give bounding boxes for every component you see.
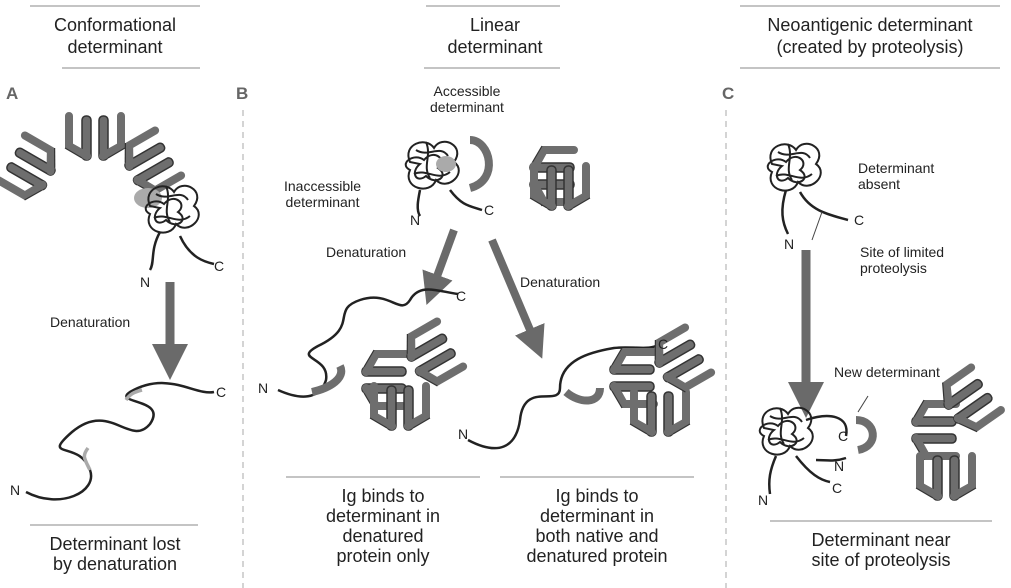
terminus-n-a2: N	[10, 482, 20, 498]
terminus-n-b1: N	[410, 212, 420, 228]
label-inaccessible-determinant: Inaccessible determinant	[284, 178, 361, 210]
label-denaturation-b1: Denaturation	[326, 244, 406, 260]
denatured-chain-a	[26, 383, 214, 499]
terminus-n-c2: N	[834, 458, 844, 474]
terminus-c-c2: C	[838, 428, 848, 444]
caption-b-left: Ig binds to determinant in denatured pro…	[286, 486, 480, 566]
terminus-n-a1: N	[140, 274, 150, 290]
panel-label-a: A	[6, 84, 18, 104]
caption-b-right: Ig binds to determinant in both native a…	[500, 486, 694, 566]
terminus-n-b2: N	[258, 380, 268, 396]
label-denaturation-a: Denaturation	[50, 314, 130, 330]
header-neoantigenic: Neoantigenic determinant (created by pro…	[730, 14, 1010, 58]
terminus-n-c1: N	[784, 236, 794, 252]
terminus-n-c3: N	[758, 492, 768, 508]
panel-label-b: B	[236, 84, 248, 104]
terminus-c-c1: C	[854, 212, 864, 228]
caption-c: Determinant near site of proteolysis	[770, 530, 992, 570]
terminus-c-a2: C	[216, 384, 226, 400]
terminus-c-c3: C	[832, 480, 842, 496]
label-determinant-absent: Determinant absent	[858, 160, 934, 192]
panel-a-native	[0, 116, 214, 270]
header-conformational: Conformational determinant	[20, 14, 210, 58]
header-linear: Linear determinant	[410, 14, 580, 58]
terminus-n-b3: N	[458, 426, 468, 442]
terminus-c-b1: C	[484, 202, 494, 218]
label-new-determinant: New determinant	[834, 364, 940, 380]
label-site-limited-proteolysis: Site of limited proteolysis	[860, 244, 944, 276]
terminus-c-b3: C	[658, 336, 668, 352]
label-accessible-determinant: Accessible determinant	[430, 83, 504, 115]
terminus-c-a1: C	[214, 258, 224, 274]
label-denaturation-b2: Denaturation	[520, 274, 600, 290]
terminus-c-b2: C	[456, 288, 466, 304]
panel-label-c: C	[722, 84, 734, 104]
caption-a: Determinant lost by denaturation	[20, 534, 210, 574]
